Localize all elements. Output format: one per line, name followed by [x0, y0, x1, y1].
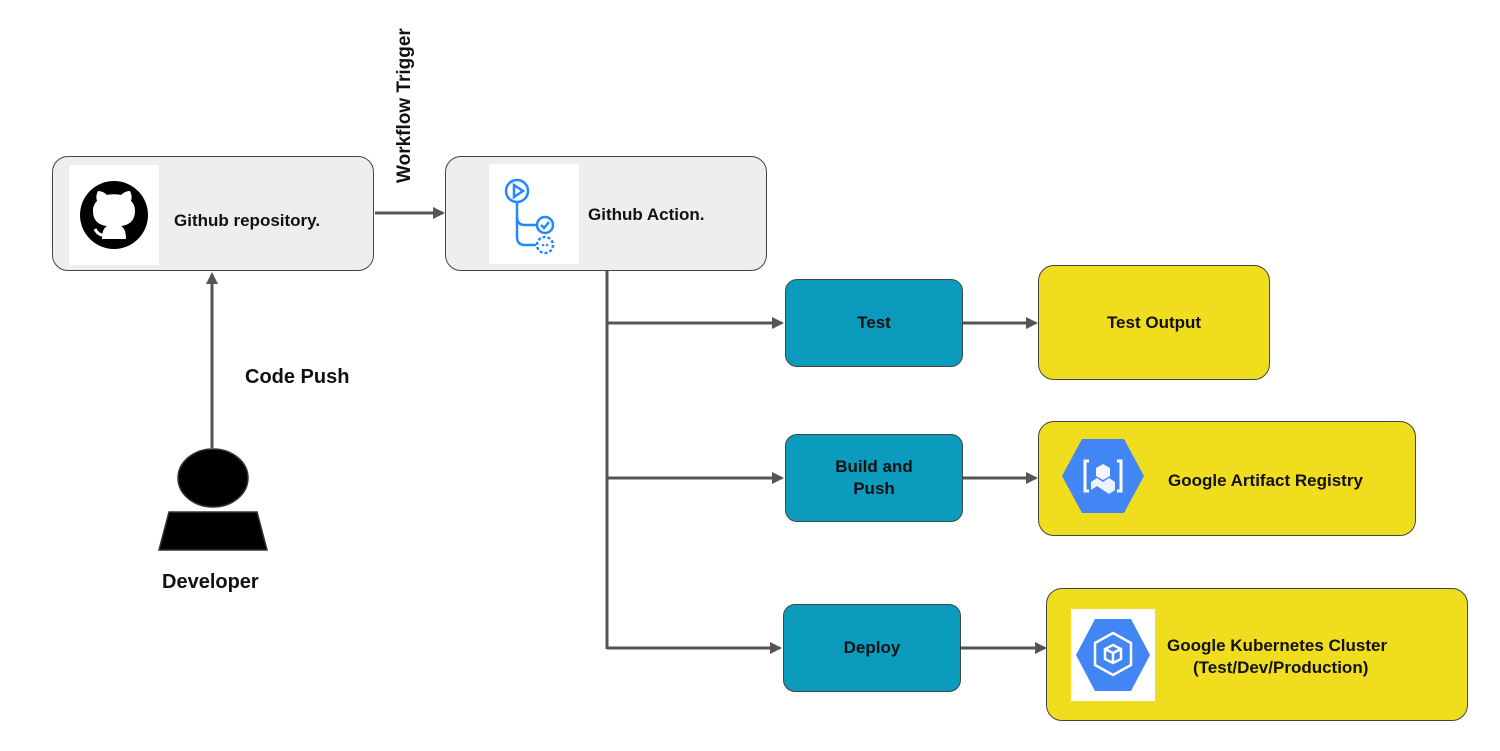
build-and-push-label-line1: Build and	[835, 457, 913, 476]
artifact-registry-node[interactable]: Google Artifact Registry	[1038, 421, 1416, 536]
artifact-registry-label: Google Artifact Registry	[1168, 471, 1363, 490]
github-action-label: Github Action.	[588, 205, 705, 224]
github-octocat-icon	[69, 165, 159, 265]
deploy-node[interactable]: Deploy	[783, 604, 961, 692]
github-repository-node[interactable]: Github repository.	[52, 156, 374, 271]
test-label: Test	[857, 313, 891, 332]
kubernetes-engine-icon	[1071, 609, 1155, 701]
build-and-push-node[interactable]: Build and Push	[785, 434, 963, 522]
github-actions-icon	[489, 164, 579, 264]
build-and-push-label-line2: Push	[853, 479, 895, 498]
artifact-registry-icon	[1061, 437, 1145, 515]
kubernetes-cluster-node[interactable]: Google Kubernetes Cluster (Test/Dev/Prod…	[1046, 588, 1468, 721]
test-output-node[interactable]: Test Output	[1038, 265, 1270, 380]
test-node[interactable]: Test	[785, 279, 963, 367]
kubernetes-cluster-label-line2: (Test/Dev/Production)	[1193, 658, 1369, 677]
code-push-label: Code Push	[245, 366, 350, 388]
kubernetes-cluster-label-line1: Google Kubernetes Cluster	[1167, 636, 1388, 655]
developer-actor	[157, 448, 269, 552]
test-output-label: Test Output	[1106, 312, 1202, 332]
github-repository-label: Github repository.	[174, 211, 321, 230]
deploy-label: Deploy	[843, 638, 901, 657]
github-action-node[interactable]: Github Action.	[445, 156, 767, 271]
person-icon	[158, 448, 268, 551]
workflow-trigger-label: Workflow Trigger	[394, 28, 415, 183]
developer-label: Developer	[162, 571, 259, 593]
